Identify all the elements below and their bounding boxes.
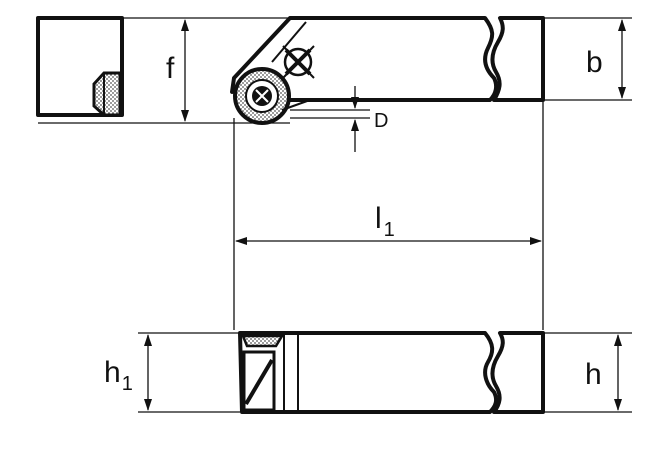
insert-diagonal bbox=[244, 358, 274, 406]
label-h1: h1 bbox=[104, 356, 133, 395]
side-insert-face bbox=[92, 71, 122, 117]
label-f: f bbox=[166, 52, 175, 85]
dimension-b: b bbox=[586, 19, 626, 99]
shank-top-end bbox=[490, 16, 545, 102]
label-b: b bbox=[586, 46, 603, 79]
shank-side-end bbox=[490, 331, 545, 414]
bottom-view bbox=[238, 331, 545, 414]
clamp-screw-icon bbox=[282, 45, 315, 79]
side-insert-top bbox=[241, 334, 285, 348]
dimension-h1: h1 bbox=[104, 334, 152, 411]
dimension-f: f bbox=[166, 19, 189, 122]
label-h: h bbox=[585, 358, 602, 391]
chamfer-line bbox=[271, 21, 307, 63]
label-d: D bbox=[374, 110, 388, 132]
shank-top-outline bbox=[230, 16, 499, 102]
dimension-h: h bbox=[585, 334, 622, 411]
round-insert-icon bbox=[233, 67, 291, 125]
shank-side-outline bbox=[238, 331, 499, 414]
dimension-d: D bbox=[351, 86, 388, 152]
extension-lines bbox=[38, 17, 632, 413]
top-view bbox=[36, 16, 545, 125]
clamp-arm-line bbox=[281, 99, 311, 111]
